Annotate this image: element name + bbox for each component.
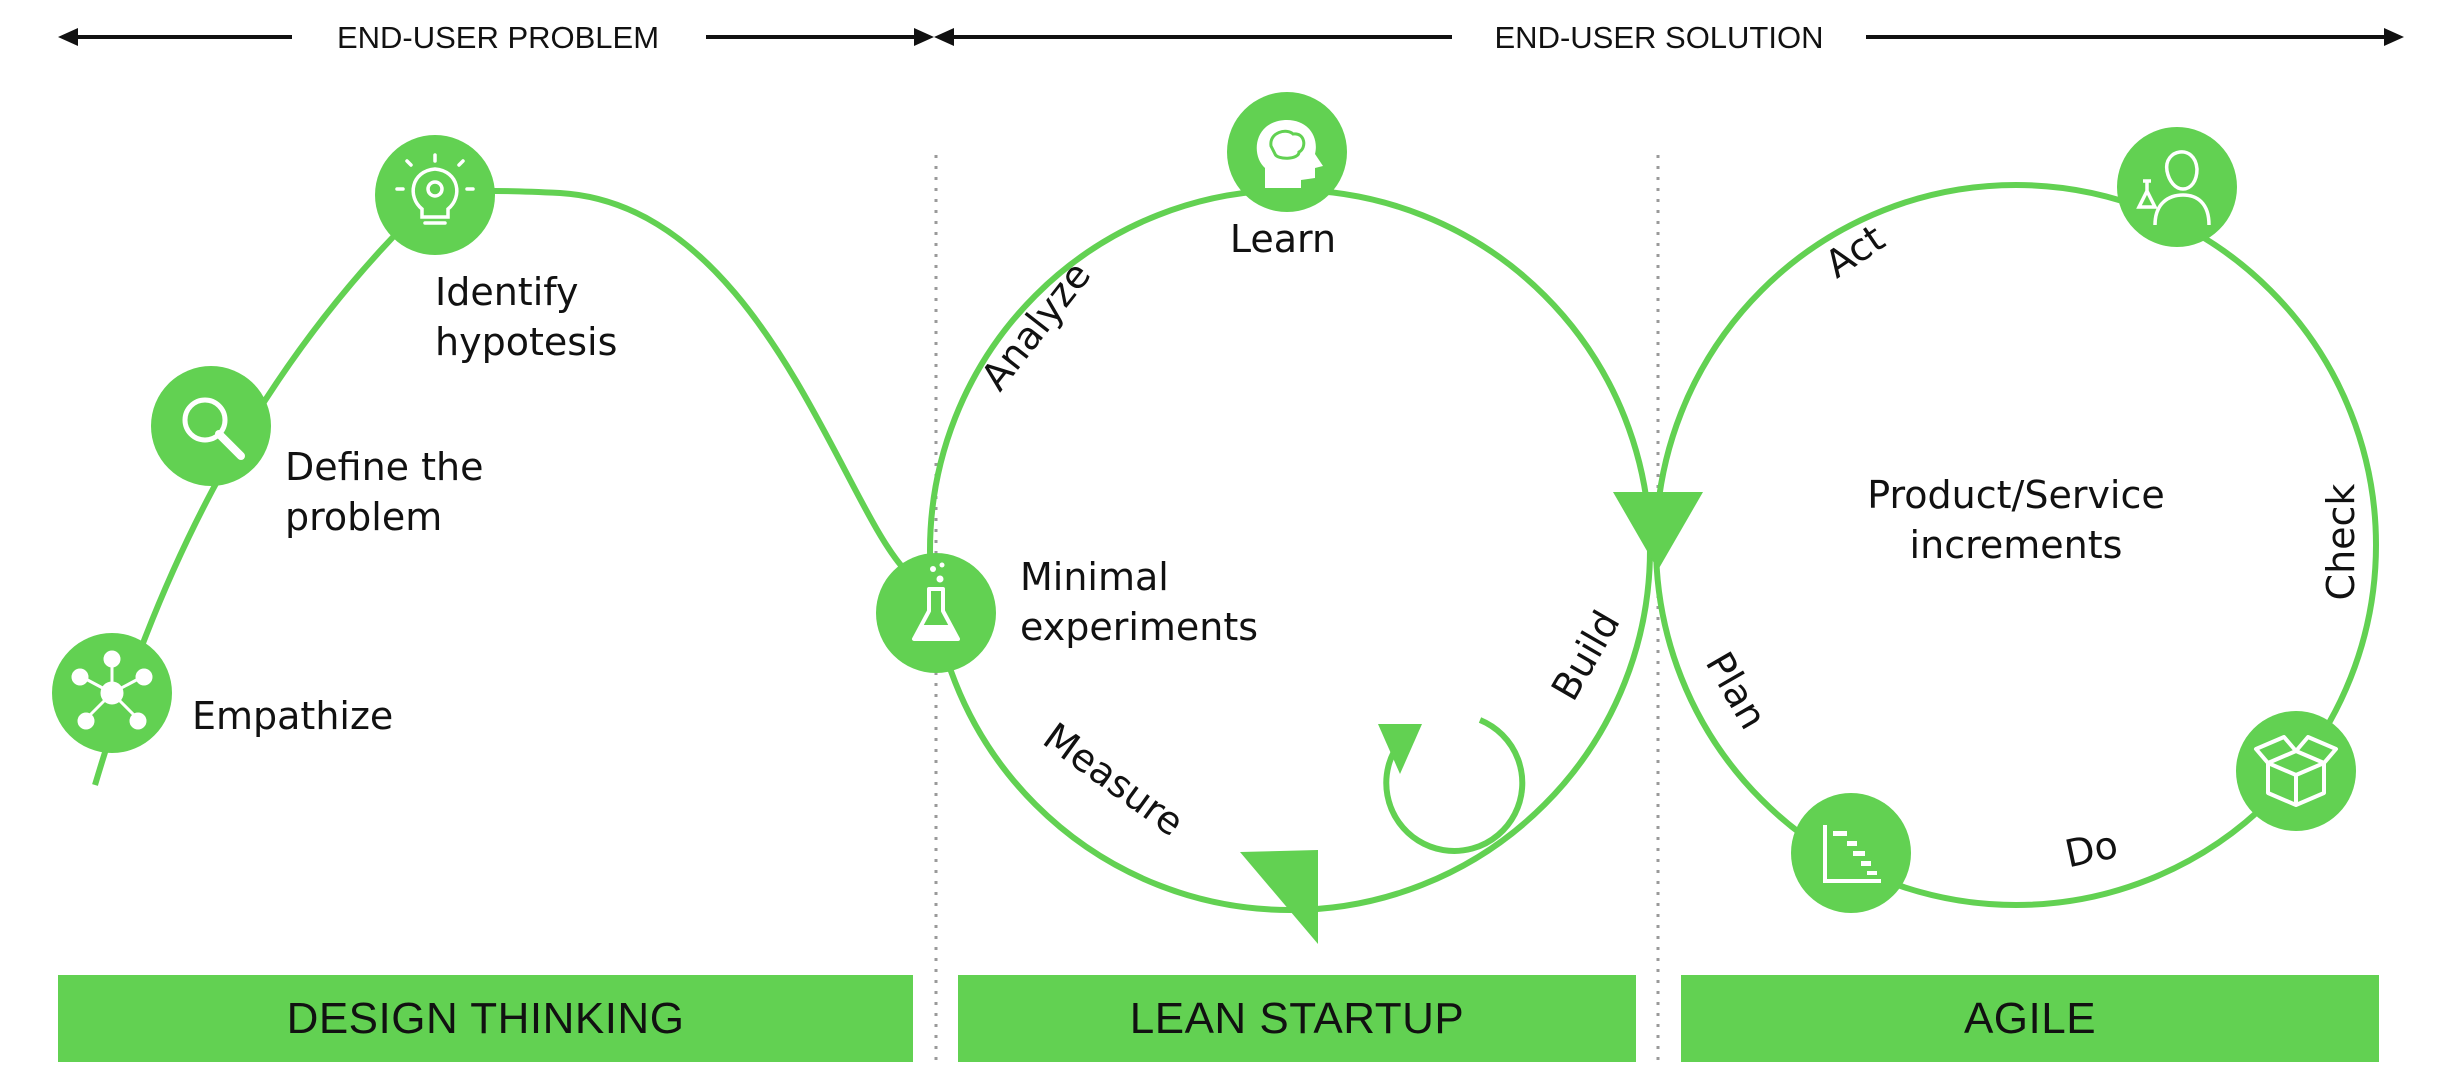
lean-build-label: Build: [1543, 603, 1629, 708]
band-design-thinking-label: DESIGN THINKING: [286, 993, 685, 1043]
band-lean-startup: LEAN STARTUP: [958, 975, 1636, 1062]
step-identify-line2: hypotesis: [435, 320, 617, 364]
lean-learn-label: Learn: [1230, 217, 1336, 261]
step-empathize: Empathize: [192, 694, 393, 738]
solution-arrow-right-head: [2384, 28, 2404, 46]
header-arrows: [58, 28, 2404, 46]
network-icon: [52, 633, 172, 753]
solution-arrow-left-head: [934, 28, 954, 46]
lean-experiments-line1: Minimal: [1020, 555, 1169, 599]
gantt-chart-icon: [1791, 793, 1911, 913]
problem-arrow-right-head: [914, 28, 934, 46]
step-define-line2: problem: [285, 495, 442, 539]
problem-header-label: END-USER PROBLEM: [337, 20, 659, 55]
band-lean-startup-label: LEAN STARTUP: [1129, 993, 1465, 1043]
band-agile-label: AGILE: [1963, 993, 2097, 1043]
box-icon: [2236, 711, 2356, 831]
lean-to-agile-arrow-icon: [1613, 492, 1703, 570]
step-identify-line1: Identify: [435, 270, 578, 314]
lean-analyze-label: Analyze: [972, 253, 1099, 398]
cycle-arrow-icon: [1378, 717, 1526, 854]
band-design-thinking: DESIGN THINKING: [58, 975, 913, 1062]
solution-header-label: END-USER SOLUTION: [1495, 20, 1824, 55]
agile-plan-label: Plan: [1697, 644, 1776, 736]
lean-experiments-line2: experiments: [1020, 605, 1258, 649]
step-define-line1: Define the: [285, 445, 483, 489]
agile-center-line1: Product/Service: [1867, 473, 2165, 517]
scientist-icon: [2117, 127, 2237, 247]
lightbulb-icon: [375, 135, 495, 255]
agile-do-label: Do: [2061, 822, 2122, 876]
problem-arrow-left-head: [58, 28, 78, 46]
magnifier-icon: [151, 366, 271, 486]
agile-act-label: Act: [1817, 216, 1892, 287]
brain-head-icon: [1227, 92, 1347, 212]
band-agile: AGILE: [1681, 975, 2379, 1062]
agile-check-label: Check: [2319, 484, 2363, 601]
agile-center-line2: increments: [1910, 523, 2123, 567]
flask-icon: [876, 553, 996, 673]
build-to-measure-arrow-icon: [1240, 850, 1318, 944]
